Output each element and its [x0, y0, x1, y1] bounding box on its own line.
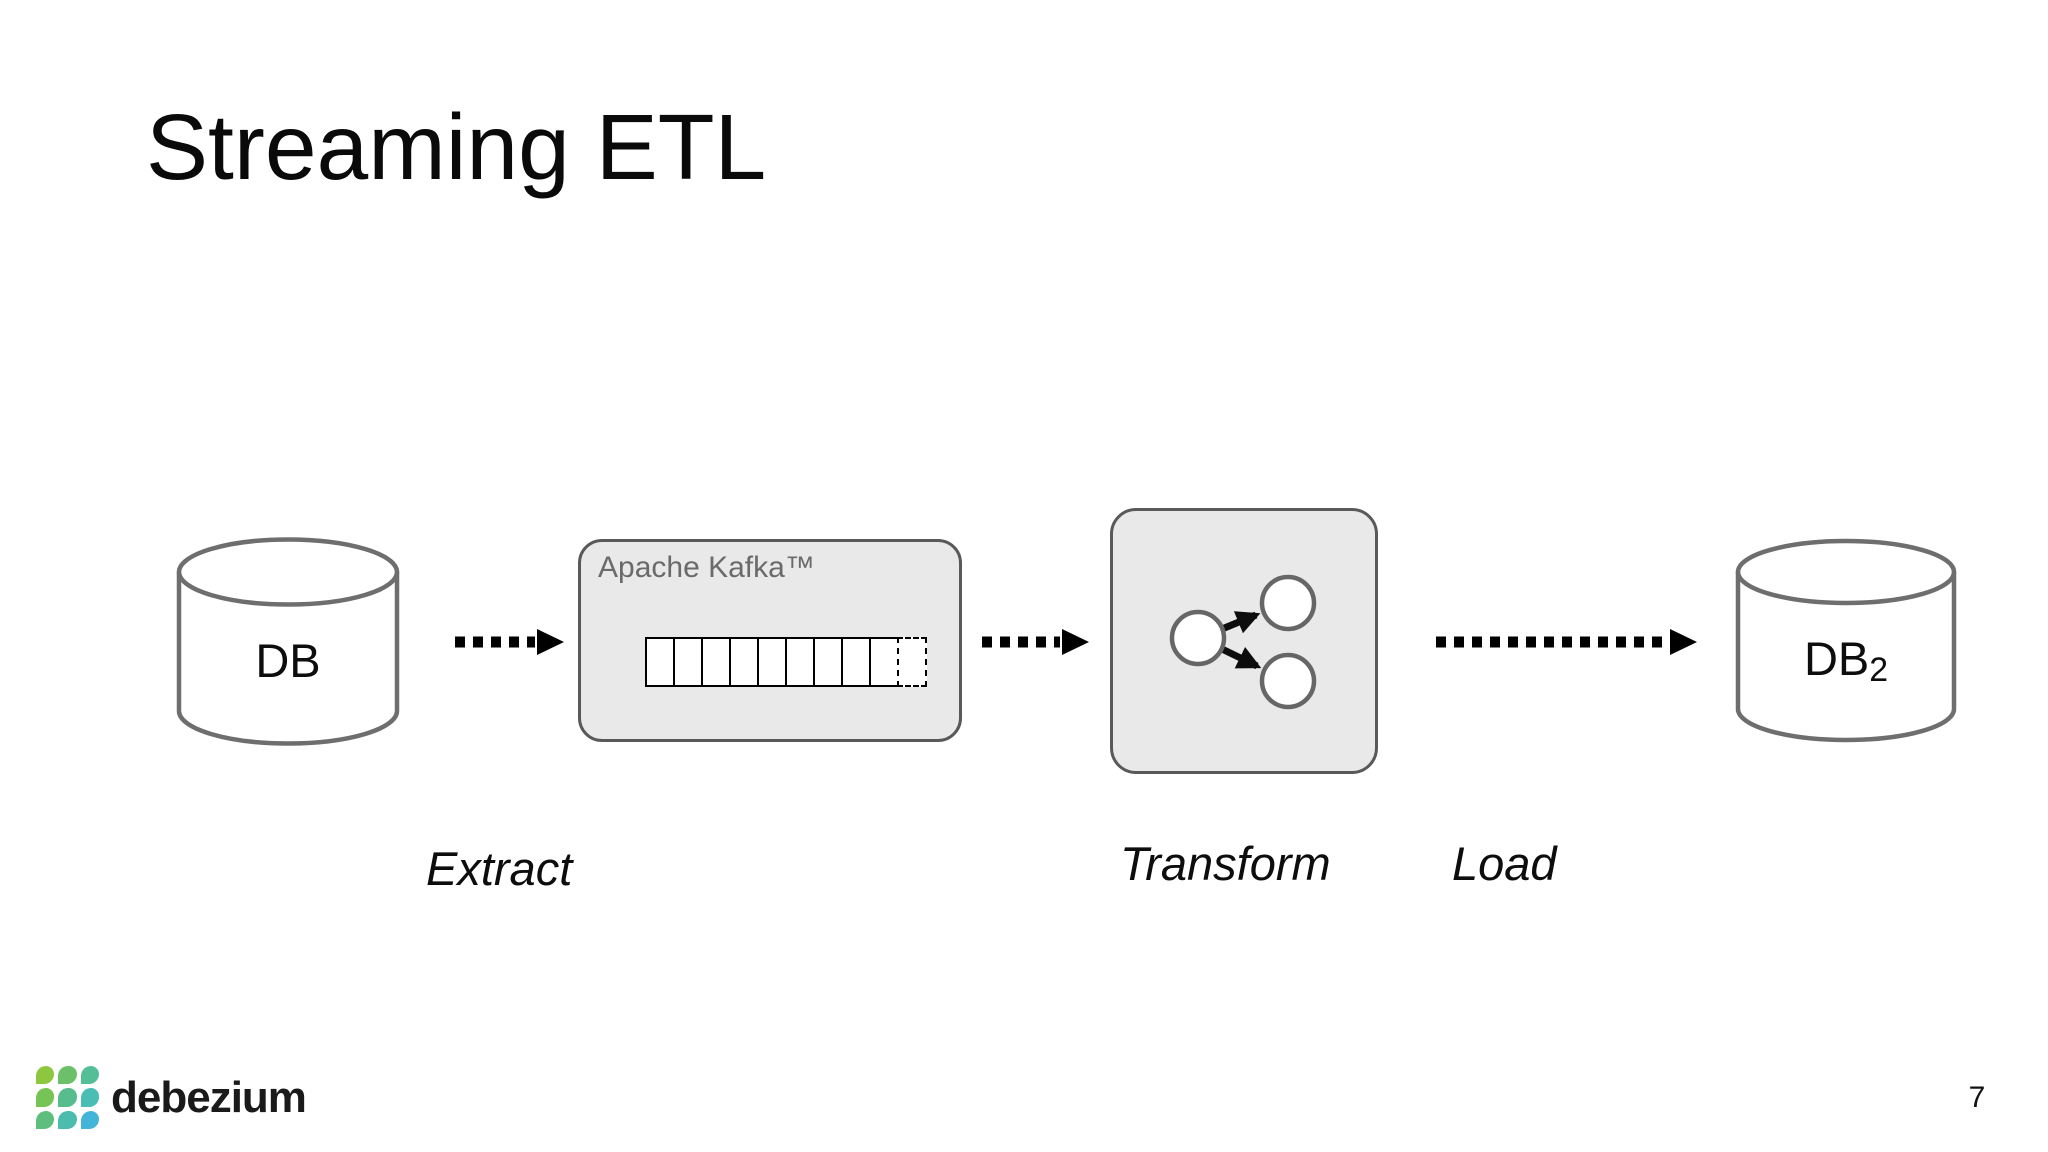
kafka-topic-queue	[645, 637, 927, 687]
logo-tile	[80, 1088, 99, 1107]
target-db	[1734, 538, 1958, 749]
queue-cell	[841, 637, 871, 687]
logo-tile	[80, 1066, 99, 1085]
slide-title: Streaming ETL	[146, 95, 767, 199]
database-cylinder-icon	[1735, 538, 1957, 743]
transform-box	[1110, 508, 1378, 774]
logo-tile	[36, 1088, 55, 1107]
queue-cell	[897, 637, 927, 687]
stage-label-extract: Extract	[426, 842, 573, 895]
fanout-icon	[1169, 574, 1316, 709]
target-db-subscript: 2	[1869, 651, 1889, 690]
transform-arrow-icon	[982, 629, 1089, 655]
extract-arrow-icon	[455, 629, 564, 655]
source-db	[175, 536, 401, 753]
queue-cell	[813, 637, 843, 687]
debezium-logo-icon	[36, 1066, 99, 1129]
debezium-logo-text: debezium	[111, 1072, 307, 1122]
page-number: 7	[1968, 1081, 1986, 1114]
stage-label-load: Load	[1452, 837, 1557, 890]
queue-cell	[701, 637, 731, 687]
kafka-box-label: Apache Kafka™	[598, 551, 815, 584]
queue-cell	[757, 637, 787, 687]
logo-tile	[80, 1110, 99, 1129]
queue-cell	[645, 637, 675, 687]
debezium-logo: debezium	[36, 1066, 307, 1129]
queue-cell	[869, 637, 899, 687]
target-db-text: DB	[1803, 632, 1870, 685]
target-db-label: DB2	[1734, 631, 1958, 690]
kafka-box: Apache Kafka™	[578, 539, 962, 742]
load-arrow-icon	[1436, 629, 1697, 655]
queue-cell	[729, 637, 759, 687]
database-cylinder-icon	[176, 537, 400, 746]
logo-tile	[58, 1110, 77, 1129]
stage-label-transform: Transform	[1120, 837, 1331, 890]
logo-tile	[36, 1110, 55, 1129]
source-db-label: DB	[255, 634, 321, 687]
logo-tile	[58, 1066, 77, 1085]
queue-cell	[785, 637, 815, 687]
queue-cell	[673, 637, 703, 687]
logo-tile	[36, 1066, 55, 1085]
logo-tile	[58, 1088, 77, 1107]
